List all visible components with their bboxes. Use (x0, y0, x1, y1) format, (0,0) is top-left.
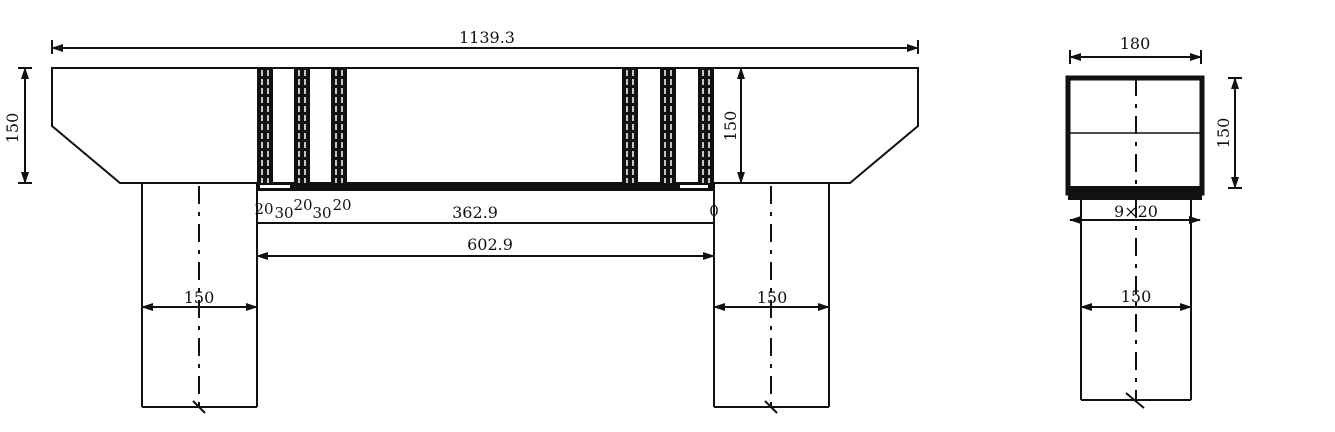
spacing-label: 20 (332, 196, 351, 214)
rebar-groups-left (257, 68, 347, 185)
overall-length-label: 1139.3 (459, 28, 515, 47)
side-cap-height-label: 150 (1214, 118, 1233, 149)
right-column: 150 (713, 183, 830, 414)
side-column-width-label: 150 (1121, 287, 1152, 306)
cap-width-label: 180 (1120, 34, 1151, 53)
column-span-label: 602.9 (467, 235, 513, 254)
small-mark-label: 0 (709, 202, 719, 220)
cap-height-dimension-right: 150 (721, 67, 745, 184)
side-view: 180 150 9×20 150 (1065, 34, 1242, 409)
bottom-reinforcement-bar (257, 183, 714, 191)
side-column: 150 (1080, 200, 1192, 409)
spacing-label: 30 (274, 204, 293, 222)
cap-height-dimension-left: 150 (3, 67, 32, 184)
cap-height-label-right: 150 (721, 111, 740, 142)
bearing-span-dimension: 362.9 0 (257, 202, 719, 224)
left-column-width-label: 150 (184, 288, 215, 307)
overall-length-dimension: 1139.3 (51, 28, 919, 54)
rebar-groups-right (622, 68, 714, 185)
cap-width-dimension: 180 (1069, 34, 1202, 64)
rebar-spacing-labels: 20 30 20 30 20 (254, 196, 351, 222)
spacing-label: 20 (293, 196, 312, 214)
elevation-view: 1139.3 150 150 (3, 28, 919, 414)
bearing-span-label: 362.9 (452, 203, 498, 222)
side-cap-height-dimension: 150 (1214, 77, 1242, 189)
right-column-width-label: 150 (757, 288, 788, 307)
spacing-label: 30 (312, 204, 331, 222)
pier-cap-outline (51, 67, 919, 184)
column-span-dimension: 602.9 (256, 235, 715, 260)
cap-height-label-left: 150 (3, 113, 22, 144)
spacing-label: 20 (254, 200, 273, 218)
left-column: 150 (141, 183, 258, 414)
